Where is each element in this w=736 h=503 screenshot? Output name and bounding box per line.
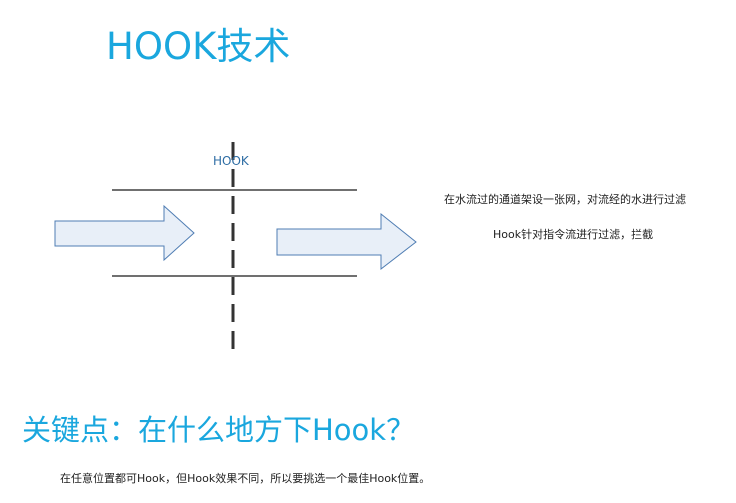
note-text: 在任意位置都可Hook，但Hook效果不同，所以要挑选一个最佳Hook位置。 xyxy=(60,472,431,485)
page-title: HOOK技术 xyxy=(106,25,291,68)
hook-label: HOOK xyxy=(213,154,249,168)
key-question-heading: 关键点：在什么地方下Hook？ xyxy=(22,413,416,447)
incoming-flow-arrow xyxy=(54,204,195,262)
description-line-1: 在水流过的通道架设一张网，对流经的水进行过滤 xyxy=(444,193,686,206)
outgoing-flow-arrow xyxy=(276,212,417,271)
description-line-2: Hook针对指令流进行过滤，拦截 xyxy=(493,228,654,241)
